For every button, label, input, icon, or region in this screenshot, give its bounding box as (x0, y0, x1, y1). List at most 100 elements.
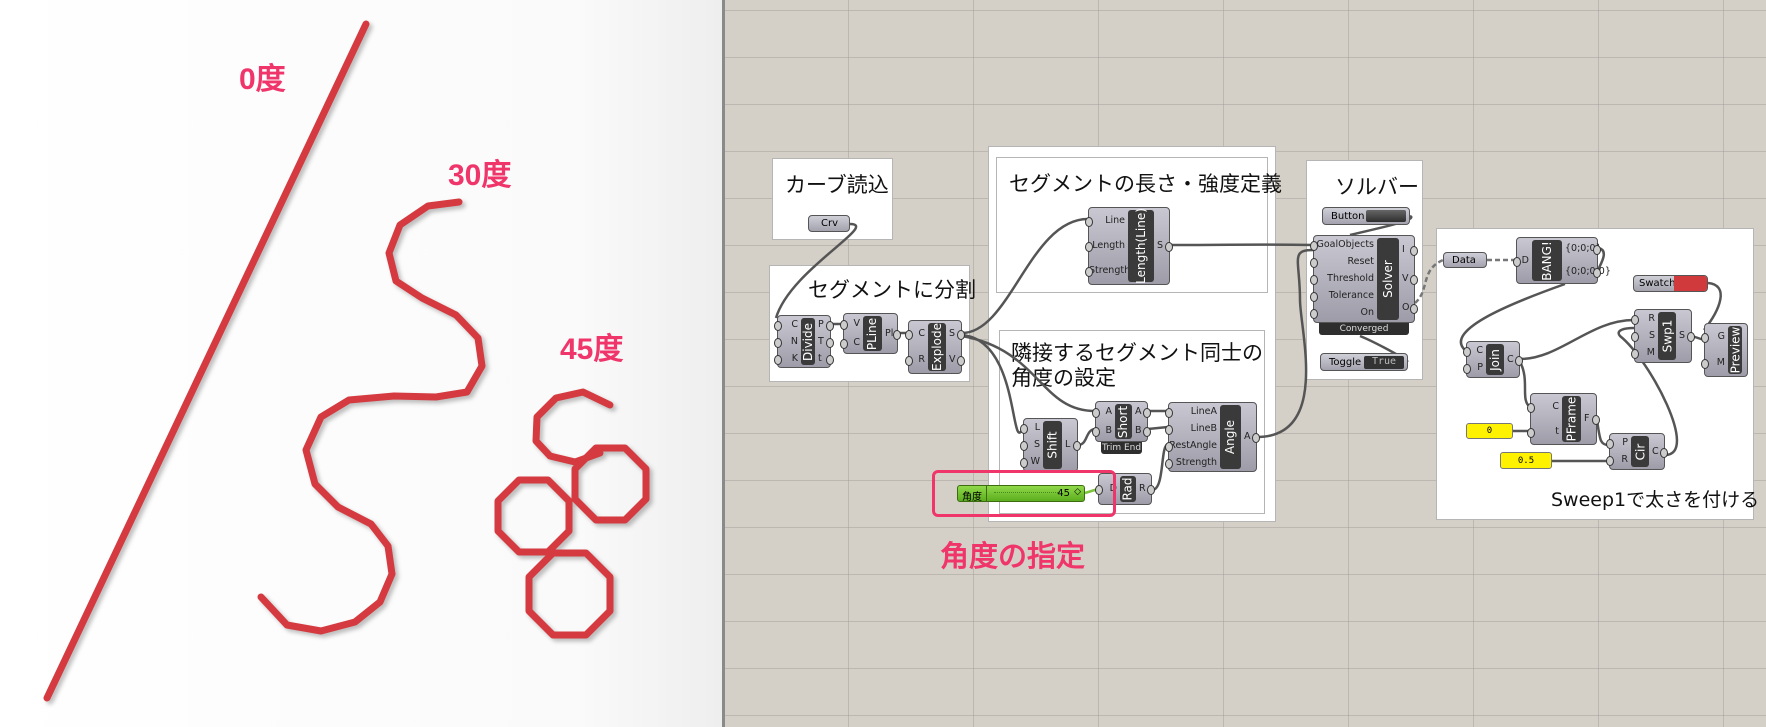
solver-output-0[interactable]: I (1402, 245, 1418, 257)
pline-name-bar[interactable]: PLine (863, 316, 882, 351)
divide-name-bar[interactable]: Divide (801, 318, 815, 365)
bang-output-1[interactable]: {0;0;0;0} (1565, 265, 1611, 278)
solver-input-goalobjects[interactable]: GoalObjects (1310, 239, 1374, 251)
solver-input-reset[interactable]: Reset (1310, 256, 1374, 268)
button-face[interactable] (1366, 210, 1406, 222)
panel-zero[interactable]: 0 (1466, 423, 1513, 439)
bang-input-d[interactable]: D (1513, 255, 1529, 267)
divide-output-1[interactable]: T (818, 336, 834, 348)
angle-slider[interactable]: 角度 45 ◇ (957, 485, 1085, 503)
swp1-output-0[interactable]: S (1679, 331, 1695, 342)
angle-name-bar[interactable]: Angle (1220, 405, 1241, 469)
explode-output-0[interactable]: S (949, 329, 965, 340)
angle-input-linea[interactable]: LineA (1165, 406, 1217, 418)
solver-input-on[interactable]: On (1310, 308, 1374, 320)
pline-input-v[interactable]: V (840, 318, 860, 330)
pframe-name-bar[interactable]: PFrame (1562, 396, 1581, 442)
join-output-0[interactable]: C (1507, 354, 1523, 366)
divide-output-2[interactable]: t (818, 353, 834, 365)
solver-name-bar[interactable]: Solver (1377, 238, 1399, 320)
swp1-input-r[interactable]: R (1631, 313, 1655, 325)
solver-output-2[interactable]: O (1402, 302, 1418, 314)
shift-input-l[interactable]: L (1020, 422, 1040, 434)
pframe-input-t[interactable]: t (1527, 426, 1559, 438)
shift-input-s[interactable]: S (1020, 439, 1040, 451)
join-name-bar[interactable]: Join (1486, 344, 1504, 375)
explode-input-r[interactable]: R (905, 355, 925, 366)
short-input-a[interactable]: A (1092, 406, 1112, 418)
explode-output-1[interactable]: V (949, 355, 965, 366)
rad-output-0[interactable]: R (1139, 484, 1155, 495)
swatch-color[interactable] (1674, 276, 1707, 291)
pframe-output-0[interactable]: F (1584, 414, 1600, 425)
swp1-input-s[interactable]: S (1631, 330, 1655, 342)
rhino-viewport[interactable]: 0度 30度 45度 (0, 0, 722, 727)
crv-param[interactable]: Crv (808, 215, 850, 232)
cir-output-0[interactable]: C (1652, 446, 1668, 458)
short-name-bar[interactable]: Short (1115, 404, 1132, 439)
angle-output-0[interactable]: A (1244, 432, 1260, 443)
cir-input-r[interactable]: R (1606, 455, 1628, 467)
length-input-strength[interactable]: Strength (1085, 265, 1131, 278)
toggle-value[interactable]: True (1364, 356, 1404, 369)
explode-name-bar[interactable]: Explode (928, 323, 946, 371)
solver-input-threshold[interactable]: Threshold (1310, 273, 1374, 285)
panel-divider[interactable] (722, 0, 725, 727)
angle-input-restangle[interactable]: RestAngle (1165, 439, 1217, 452)
preview-input-m[interactable]: M (1701, 358, 1725, 369)
divide-input-c[interactable]: C (774, 319, 798, 331)
data-param[interactable]: Data (1443, 252, 1487, 268)
pline-output-0[interactable]: Pl (885, 328, 901, 340)
bang-output-0[interactable]: {0;0;0} (1565, 243, 1602, 256)
slider-track[interactable] (994, 492, 1060, 493)
short-output-0[interactable]: A (1135, 406, 1151, 418)
short-output-1[interactable]: B (1135, 426, 1151, 438)
angle-input-lineb[interactable]: LineB (1165, 423, 1217, 435)
length-output-0[interactable]: S (1157, 241, 1173, 252)
explode-input-c[interactable]: C (905, 329, 925, 340)
preview-input-g[interactable]: G (1701, 332, 1725, 343)
shift-input-w[interactable]: W (1020, 457, 1040, 469)
swp1-input-m[interactable]: M (1631, 348, 1655, 360)
length-name-bar[interactable]: Length(Line) (1128, 208, 1154, 284)
cir-name-bar[interactable]: Cir (1631, 436, 1649, 467)
divide-input-k[interactable]: K (774, 353, 798, 365)
rad-name-bar[interactable]: Rad (1120, 476, 1136, 502)
pline-input-c[interactable]: C (840, 338, 860, 350)
bang-name-bar[interactable]: BANG! (1532, 240, 1562, 281)
slider-grip-icon[interactable]: ◇ (1074, 487, 1081, 497)
join-input-p[interactable]: P (1463, 363, 1483, 375)
length-input-line[interactable]: Line (1085, 215, 1125, 227)
solver-output-1[interactable]: V (1402, 273, 1418, 285)
cir-input-p[interactable]: P (1606, 437, 1628, 449)
divide-input-n[interactable]: N (774, 336, 798, 348)
angle-input-strength[interactable]: Strength (1165, 457, 1217, 469)
swp1-name-bar[interactable]: Swp1 (1658, 312, 1676, 360)
panel-half[interactable]: 0.5 (1500, 452, 1552, 469)
divide-output-0[interactable]: P (818, 319, 834, 331)
pframe-input-c[interactable]: C (1527, 401, 1559, 413)
solver-input-tolerance[interactable]: Tolerance (1310, 291, 1374, 303)
short-input-b[interactable]: B (1092, 426, 1112, 438)
join-input-c[interactable]: C (1463, 345, 1483, 357)
button-param[interactable]: Button (1322, 207, 1410, 225)
length-input-length[interactable]: Length (1085, 240, 1125, 252)
preview-name-bar[interactable]: Preview (1728, 326, 1742, 374)
shift-name-bar[interactable]: Shift (1043, 421, 1062, 469)
shift-output-0[interactable]: L (1065, 440, 1081, 451)
